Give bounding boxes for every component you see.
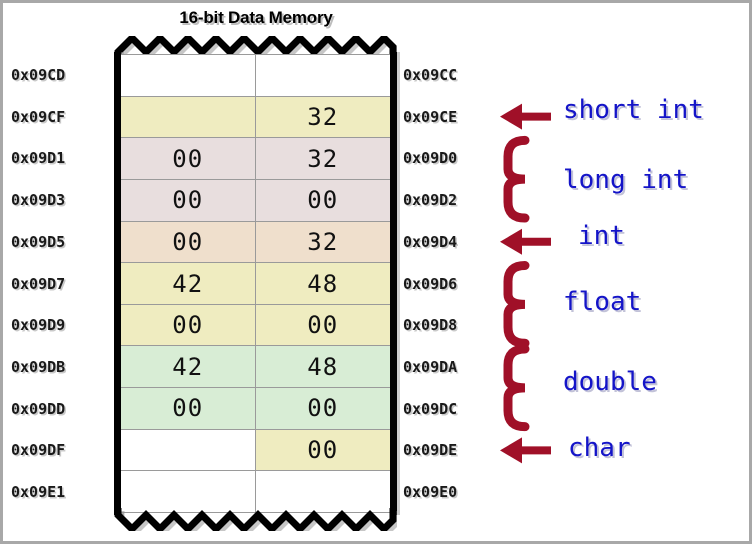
address-label-odd: 0x09D7 — [11, 274, 66, 293]
block-shadow-right — [397, 52, 400, 515]
brace-icon — [503, 135, 530, 223]
address-label-odd: 0x09D1 — [11, 149, 66, 168]
memory-cell-odd — [121, 55, 256, 96]
memory-cell-odd: 42 — [121, 346, 256, 388]
memory-row: 00 — [121, 429, 390, 472]
memory-cell-odd — [121, 429, 256, 471]
memory-cell-odd — [121, 96, 256, 138]
memory-row — [121, 55, 390, 97]
memory-cell-even: 00 — [255, 304, 390, 346]
memory-cell-odd: 00 — [121, 388, 256, 429]
memory-cell-even: 48 — [255, 346, 390, 388]
address-label-odd: 0x09D3 — [11, 191, 66, 210]
memory-cell-odd: 42 — [121, 263, 256, 304]
type-label-double: double — [563, 367, 657, 397]
address-label-even: 0x09DA — [403, 358, 458, 376]
memory-cell-even — [255, 55, 390, 96]
block-wall-left — [114, 52, 121, 515]
type-label-char: char — [568, 433, 631, 463]
memory-cell-even: 00 — [255, 179, 390, 221]
arrow-icon — [500, 228, 551, 255]
address-label-even: 0x09CC — [403, 65, 458, 84]
address-label-odd: 0x09D5 — [11, 232, 66, 251]
address-label-even: 0x09D2 — [403, 191, 458, 210]
address-label-odd: 0x09DF — [11, 441, 66, 460]
memory-cell-odd: 00 — [121, 138, 256, 179]
address-label-even: 0x09E0 — [403, 483, 458, 502]
address-label-even: 0x09D6 — [403, 274, 458, 293]
address-label-even: 0x09DC — [403, 399, 458, 418]
address-label-odd: 0x09D9 — [11, 316, 66, 335]
memory-cell-even: 00 — [255, 388, 390, 429]
brace-icon — [503, 261, 530, 348]
address-column-odd: 0x09CD 0x09CF 0x09D1 0x09D3 0x09D5 0x09D7 0x09… — [11, 54, 109, 513]
address-column-even: 0x09CC 0x09CE 0x09D0 0x09D2 0x09D4 0x09D6 0x09… — [403, 54, 503, 513]
torn-edge-bottom-icon — [114, 507, 397, 531]
address-label-odd: 0x09DD — [11, 399, 66, 418]
memory-cell-odd: 00 — [121, 304, 256, 346]
memory-cell-even: 32 — [255, 138, 390, 179]
memory-cell-even: 48 — [255, 263, 390, 304]
memory-cell-even: 00 — [255, 429, 390, 471]
memory-cell-odd: 00 — [121, 179, 256, 221]
address-label-odd: 0x09DB — [11, 358, 66, 376]
address-label-odd: 0x09CD — [11, 65, 66, 84]
address-label-even: 0x09D4 — [403, 232, 458, 251]
memory-cell-even: 32 — [255, 221, 390, 263]
memory-cell-even: 32 — [255, 96, 390, 138]
memory-cell-odd — [121, 471, 256, 513]
memory-row — [121, 471, 390, 514]
memory-cell-even — [255, 471, 390, 513]
type-label-int: int — [578, 221, 625, 251]
address-label-even: 0x09CE — [403, 107, 458, 126]
page-title: 16-bit Data Memory — [179, 8, 333, 27]
arrow-icon — [500, 103, 551, 130]
memory-row: 32 — [121, 96, 390, 139]
type-label-float: float — [563, 287, 642, 317]
address-label-odd: 0x09CF — [11, 107, 66, 126]
type-label-short-int: short int — [563, 95, 704, 125]
address-label-even: 0x09D8 — [403, 316, 458, 335]
type-label-long-int: long int — [563, 165, 689, 195]
arrow-icon — [500, 437, 551, 464]
address-label-odd: 0x09E1 — [11, 483, 66, 502]
block-wall-right — [390, 52, 397, 515]
brace-icon — [503, 344, 530, 432]
address-label-even: 0x09D0 — [403, 149, 458, 168]
address-label-even: 0x09DE — [403, 441, 458, 460]
memory-cell-odd: 00 — [121, 221, 256, 263]
